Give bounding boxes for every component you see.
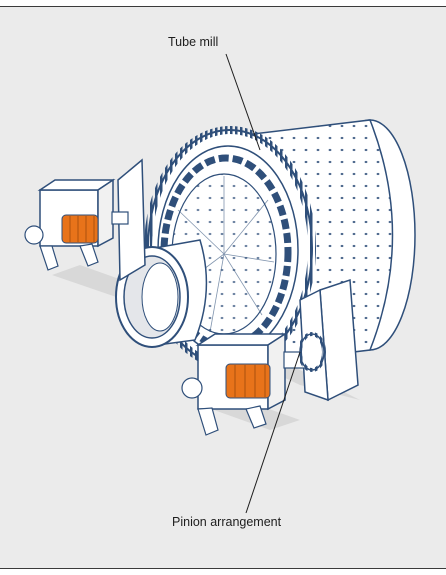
bearing-pedestal xyxy=(117,158,359,402)
tube-mill-leader-line xyxy=(225,53,261,151)
pinion-leader-line xyxy=(245,351,301,514)
upper-drive-unit xyxy=(24,178,129,271)
tube-mill-label: Tube mill xyxy=(168,35,219,49)
mill-drum xyxy=(144,119,416,370)
pinion-arrangement-label: Pinion arrangement xyxy=(172,515,282,529)
pinion-gear xyxy=(298,332,326,372)
